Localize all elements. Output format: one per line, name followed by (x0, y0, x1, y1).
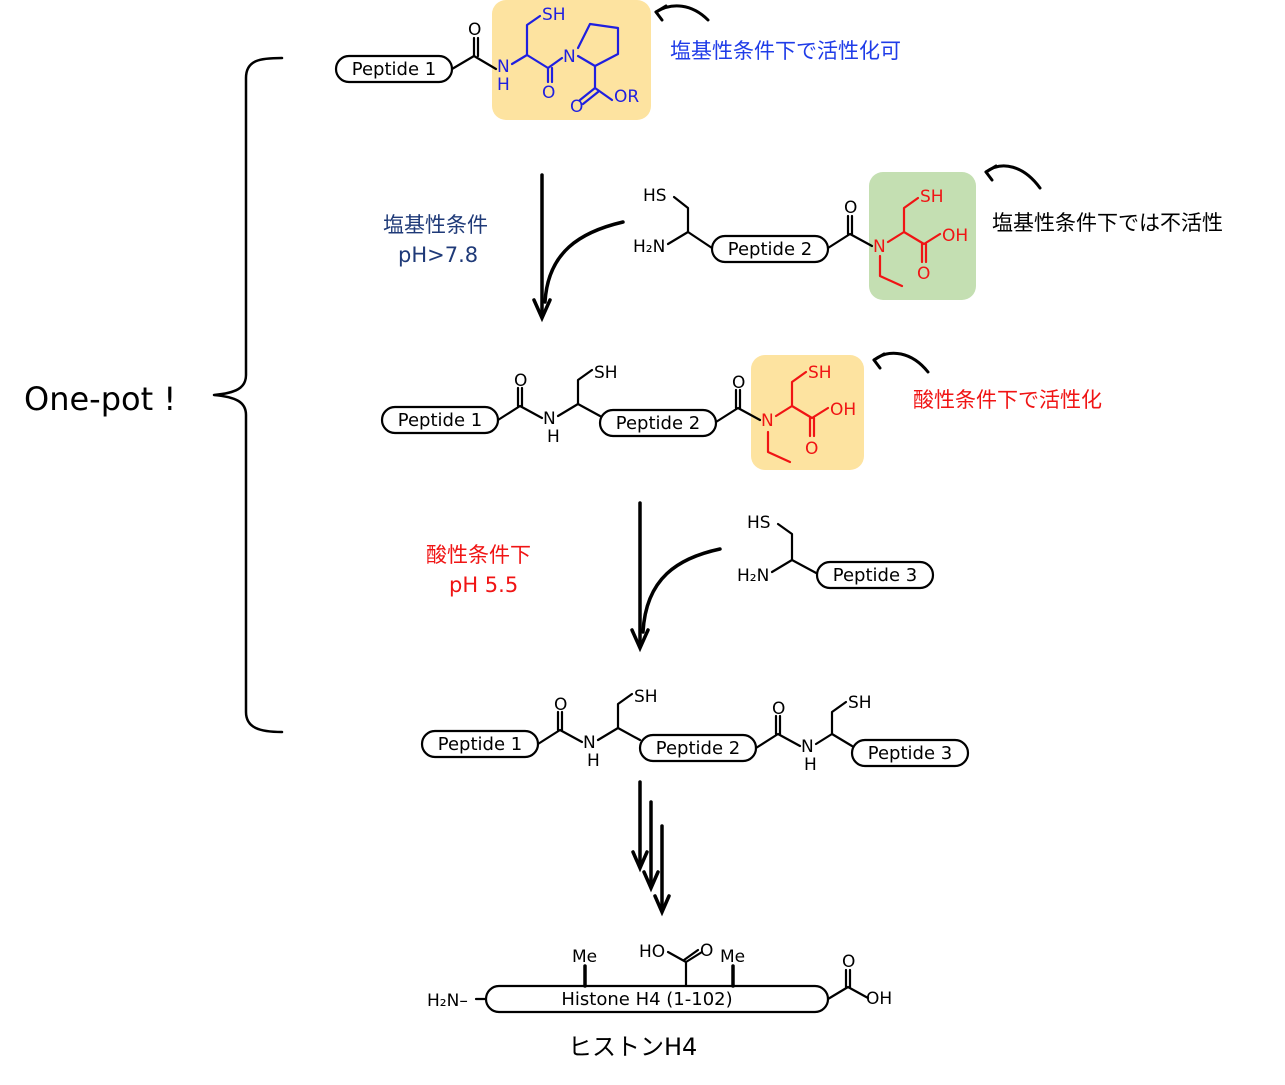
peptide2-label-b: Peptide 2 (616, 413, 700, 434)
atom-n-4: N (543, 409, 556, 429)
curl-arrow-2 (984, 164, 1042, 190)
peptide3-pill-a (815, 560, 935, 590)
peptide3-pill-b (850, 738, 970, 768)
atom-ho-1: HO (639, 942, 665, 962)
multistep-arrows (631, 780, 671, 917)
atom-o-11: O (700, 941, 713, 961)
atom-sh-5: SH (634, 687, 658, 707)
atom-o-12: O (842, 952, 855, 972)
atom-o-2: O (542, 83, 555, 103)
reagent-curve-2 (641, 547, 722, 634)
atom-h-1: H (497, 75, 510, 95)
atom-h2n-1: H₂N (633, 237, 665, 257)
atom-sh-2: SH (920, 187, 944, 207)
highlight-yellow-1 (492, 0, 651, 120)
atom-o-8: O (805, 439, 818, 459)
peptide1-label: Peptide 1 (352, 59, 436, 80)
peptide1-label-c: Peptide 1 (438, 734, 522, 755)
atom-me-2: Me (720, 947, 745, 967)
final-caption: ヒストンH4 (568, 1033, 697, 1061)
note-basic-activatable: 塩基性条件下で活性化可 (670, 39, 901, 63)
atom-o-6: O (514, 371, 527, 391)
atom-h2n-2: H₂N (737, 566, 769, 586)
reagent-curve-1 (543, 220, 625, 304)
atom-sh-1: SH (542, 5, 566, 25)
atom-hs-1: HS (643, 186, 667, 206)
atom-n-1: N (497, 57, 510, 77)
atom-sh-6: SH (848, 693, 872, 713)
peptide1-cyspro-ester: Peptide 1 O N H SH O N O OR (334, 0, 651, 120)
atom-n-7: N (801, 737, 814, 757)
atom-o-9: O (554, 695, 567, 715)
cond2-line1: 酸性条件下 (426, 543, 531, 567)
histone-label: Histone H4 (1-102) (561, 989, 732, 1010)
atom-n-2: N (563, 47, 576, 67)
peptide2-label-a: Peptide 2 (728, 239, 812, 260)
atom-oh-2: OH (830, 400, 856, 420)
peptide3-label-b: Peptide 3 (868, 743, 952, 764)
peptide1-label-b: Peptide 1 (398, 410, 482, 431)
note-acid-activation: 酸性条件下で活性化 (913, 388, 1102, 412)
atom-hs-2: HS (747, 513, 771, 533)
atom-o-1: O (468, 20, 481, 40)
one-pot-label: One-pot ! (24, 380, 176, 418)
atom-o-7: O (732, 373, 745, 393)
peptide3-label-a: Peptide 3 (833, 565, 917, 586)
one-pot-brace (212, 56, 284, 734)
atom-h2n-final: H₂N– (427, 991, 468, 1011)
highlight-yellow-2 (751, 355, 864, 470)
atom-o-4: O (844, 198, 857, 218)
atom-h-3: H (587, 751, 600, 771)
cond1-line1: 塩基性条件 (383, 213, 488, 237)
atom-or-1: OR (614, 87, 639, 107)
atom-oh-3: OH (866, 989, 892, 1009)
atom-sh-3: SH (594, 363, 618, 383)
product-p1-p2-p3: Peptide 1 O N H SH Peptide 2 O N H SH Pe… (420, 687, 970, 775)
peptide3-reagent: HS H₂N Peptide 3 (737, 513, 935, 590)
note-basic-inactive: 塩基性条件下では不活性 (992, 211, 1223, 235)
atom-me-1: Me (572, 947, 597, 967)
atom-o-10: O (772, 699, 785, 719)
cond2-line2: pH 5.5 (449, 573, 518, 597)
peptide2-label-c: Peptide 2 (656, 738, 740, 759)
atom-o-5: O (917, 264, 930, 284)
histone-h4-product: H₂N– Histone H4 (1-102) Me Me HO O O OH (427, 941, 892, 1014)
atom-o-3: O (570, 97, 583, 117)
atom-h-2: H (547, 427, 560, 447)
atom-n-3: N (873, 237, 886, 257)
highlight-green (869, 172, 976, 300)
atom-n-5: N (761, 411, 774, 431)
atom-oh-1: OH (942, 226, 968, 246)
cond1-line2: pH>7.8 (398, 243, 478, 267)
atom-sh-4: SH (808, 363, 832, 383)
atom-n-6: N (583, 733, 596, 753)
atom-h-4: H (804, 755, 817, 775)
peptide2-ncys-reagent: HS H₂N Peptide 2 O N SH OH O (633, 172, 976, 300)
product-p1-p2: Peptide 1 O N H SH Peptide 2 O N SH OH O (380, 355, 864, 470)
